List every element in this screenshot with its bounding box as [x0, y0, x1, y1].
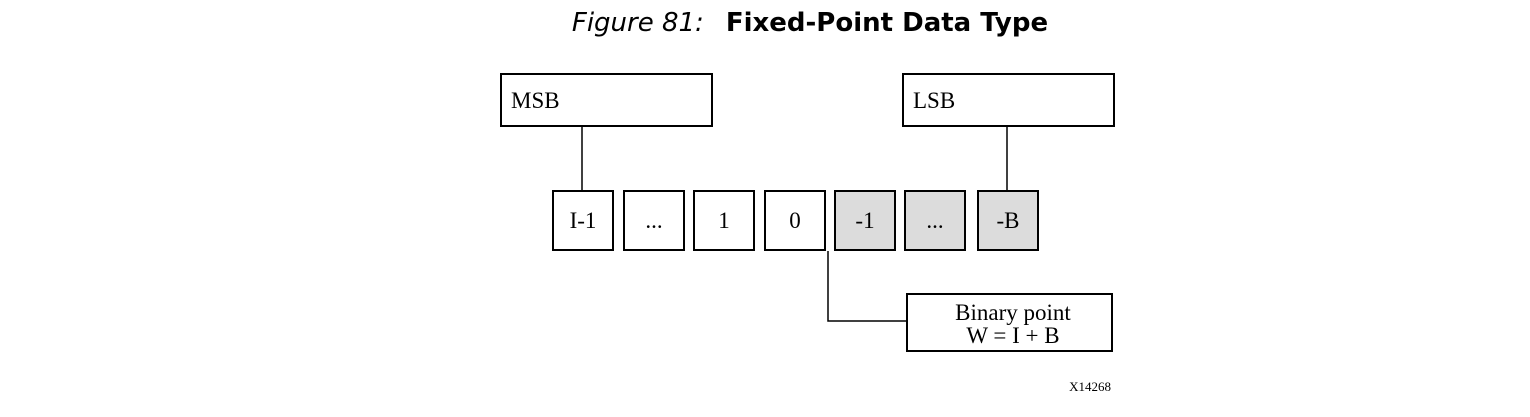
bit-cell — [623, 190, 685, 251]
binary-point-connector — [827, 251, 907, 322]
binary-point-formula: W = I + B — [966, 323, 1059, 348]
bit-label: ... — [926, 208, 943, 233]
bit-cell — [904, 190, 966, 251]
bit-cell — [552, 190, 614, 251]
bit-label: ... — [645, 208, 662, 233]
lsb-label: LSB — [913, 88, 955, 113]
bit-label: -1 — [855, 208, 874, 233]
lsb-box — [902, 73, 1115, 127]
figure-number: Figure 81: — [571, 8, 704, 38]
bit-cell — [693, 190, 755, 251]
bit-cell — [764, 190, 826, 251]
bit-label: 0 — [789, 208, 801, 233]
msb-label: MSB — [511, 88, 560, 113]
bit-label: 1 — [718, 208, 730, 233]
bit-label: -B — [997, 208, 1020, 233]
bit-cells: I-1... 1 0 -1... -B — [552, 190, 1039, 251]
figure-title: Figure 81: Fixed-Point Data Type — [0, 8, 1530, 38]
binary-point-label: Binary point — [955, 300, 1071, 325]
figure-name: Fixed-Point Data Type — [725, 8, 1049, 38]
bit-label: I-1 — [570, 208, 597, 233]
binary-point-box — [906, 293, 1113, 352]
bit-cell — [977, 190, 1039, 251]
figure-id: X14268 — [1069, 379, 1111, 394]
bit-cell — [834, 190, 896, 251]
msb-box — [500, 73, 713, 127]
